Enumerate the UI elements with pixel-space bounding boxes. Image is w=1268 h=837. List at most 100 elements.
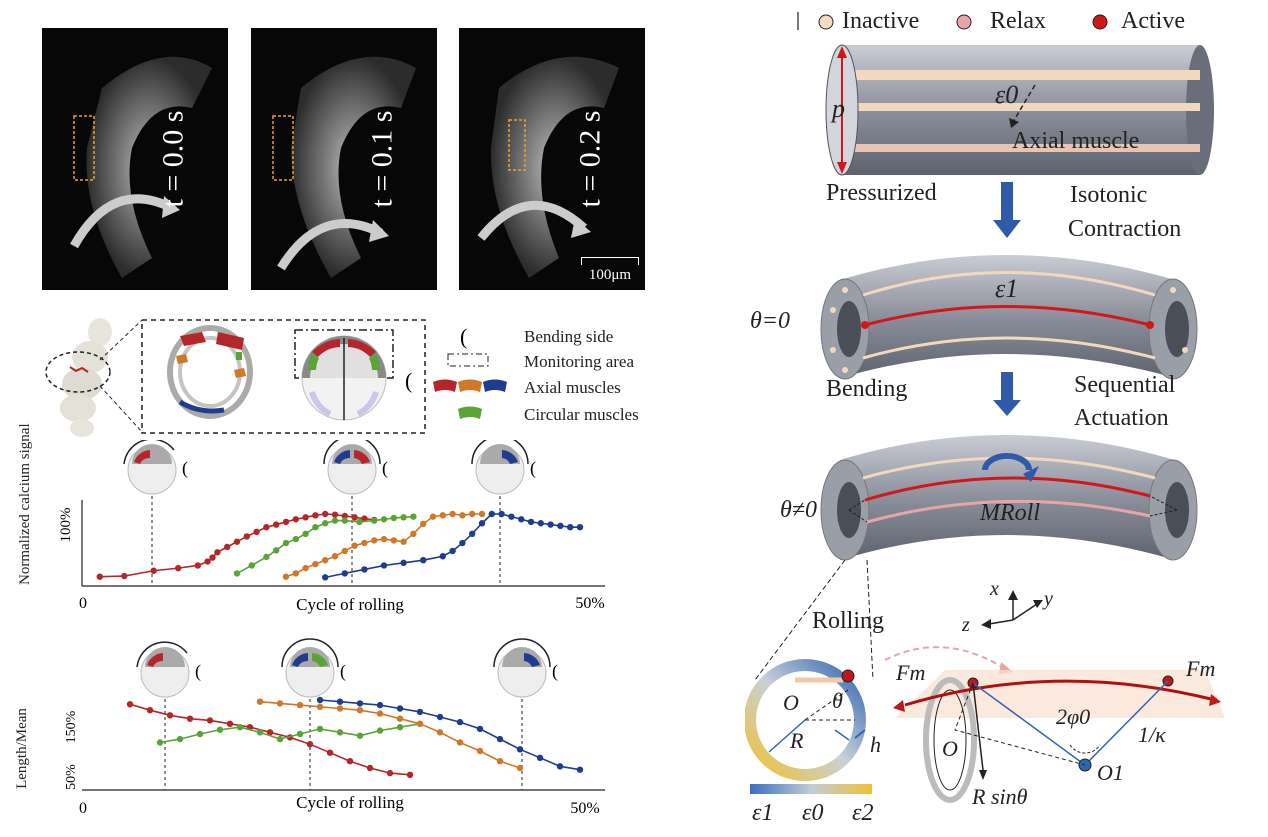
data-point bbox=[273, 521, 280, 528]
data-point bbox=[496, 758, 504, 765]
svg-text:(: ( bbox=[382, 458, 388, 479]
data-point bbox=[312, 524, 319, 531]
cross-section-icon bbox=[745, 659, 866, 781]
data-point bbox=[196, 730, 204, 738]
legend-inactive: Inactive bbox=[842, 8, 920, 34]
ytick-150: 150% bbox=[64, 710, 79, 743]
xtick-50: 50% bbox=[575, 595, 604, 612]
axis-z-label: z bbox=[962, 614, 970, 636]
svg-text:(: ( bbox=[195, 661, 201, 682]
larva-body-icon bbox=[45, 318, 112, 437]
data-point bbox=[263, 524, 270, 531]
ytick-50: 50% bbox=[64, 764, 79, 790]
data-point bbox=[233, 538, 241, 545]
data-point bbox=[410, 530, 417, 537]
epsilon1-label: ε1 bbox=[995, 274, 1019, 303]
data-point bbox=[400, 538, 407, 545]
data-point bbox=[351, 542, 358, 549]
data-point bbox=[371, 517, 378, 524]
data-point bbox=[233, 570, 241, 577]
data-point bbox=[536, 754, 544, 761]
data-point bbox=[292, 516, 299, 523]
data-point bbox=[341, 512, 348, 520]
data-point bbox=[209, 554, 216, 561]
data-point bbox=[516, 746, 524, 753]
ytick-100: 100% bbox=[58, 508, 74, 543]
data-point bbox=[306, 741, 314, 748]
colorbar-e1-label: ε1 bbox=[752, 800, 774, 826]
dial-icon: ( bbox=[493, 638, 558, 698]
colorbar-e2-label: ε2 bbox=[852, 800, 874, 826]
data-point bbox=[476, 747, 484, 755]
data-point bbox=[380, 535, 388, 543]
data-point bbox=[556, 763, 564, 770]
data-point bbox=[224, 543, 231, 551]
data-point bbox=[356, 707, 364, 714]
data-point bbox=[371, 537, 378, 544]
legend-bending-side: Bending side bbox=[524, 327, 614, 346]
legend-relax: Relax bbox=[990, 8, 1046, 34]
strain-colorbar bbox=[750, 784, 872, 794]
data-point bbox=[341, 570, 348, 577]
series-line bbox=[99, 513, 375, 578]
monitoring-dial-icon: ( bbox=[294, 329, 412, 421]
data-point bbox=[436, 713, 444, 721]
circular-muscles-icon bbox=[458, 406, 482, 419]
data-point bbox=[488, 510, 495, 518]
data-point bbox=[312, 512, 319, 519]
monitoring-area-icon bbox=[447, 353, 489, 367]
data-point bbox=[449, 510, 456, 518]
relax-dot-icon bbox=[956, 14, 972, 30]
axial-muscles-icon bbox=[433, 379, 507, 392]
data-point bbox=[282, 518, 290, 526]
legend-axial-muscles: Axial muscles bbox=[524, 378, 621, 397]
data-point bbox=[537, 520, 544, 527]
data-point bbox=[416, 720, 424, 727]
m-roll-label: MRoll bbox=[980, 500, 1040, 526]
data-point bbox=[478, 510, 486, 518]
legend-circular-muscles: Circular muscles bbox=[524, 405, 639, 424]
data-point bbox=[380, 516, 388, 523]
data-point bbox=[386, 769, 394, 777]
data-point bbox=[406, 771, 414, 778]
data-point bbox=[292, 535, 299, 543]
data-point bbox=[216, 726, 224, 733]
svg-text:(: ( bbox=[405, 368, 412, 393]
larva-image bbox=[477, 56, 619, 278]
data-point bbox=[567, 524, 574, 531]
data-point bbox=[390, 537, 397, 544]
data-point bbox=[316, 725, 324, 733]
data-point bbox=[302, 530, 309, 537]
force-diagram-icon bbox=[893, 670, 1225, 803]
data-point bbox=[576, 524, 584, 531]
contraction-label: Contraction bbox=[1068, 216, 1182, 242]
xlabel: Cycle of rolling bbox=[296, 793, 404, 812]
pressure-symbol: p bbox=[832, 94, 845, 123]
data-point bbox=[361, 539, 368, 547]
data-point bbox=[576, 766, 584, 773]
dial-icon: ( bbox=[471, 440, 536, 495]
svg-text:(: ( bbox=[340, 661, 346, 682]
data-point bbox=[312, 560, 319, 568]
theta-zero-label: θ=0 bbox=[750, 308, 790, 334]
data-point bbox=[416, 708, 424, 716]
data-point bbox=[146, 707, 154, 714]
series-line bbox=[159, 723, 421, 744]
axis-y-label: y bbox=[1044, 588, 1053, 610]
data-point bbox=[420, 520, 427, 528]
data-point bbox=[316, 696, 324, 704]
data-point bbox=[341, 517, 348, 524]
center-o-label: O bbox=[783, 690, 799, 715]
legend-monitoring-area: Monitoring area bbox=[524, 352, 634, 371]
dial-icon: ( bbox=[323, 440, 388, 495]
ylabel-length: Length/Mean bbox=[13, 708, 30, 789]
force-fm-right-label: Fm bbox=[1186, 656, 1216, 681]
data-point bbox=[166, 712, 174, 719]
rolling-tube-icon bbox=[820, 435, 1198, 561]
data-point bbox=[420, 557, 427, 564]
data-point bbox=[527, 518, 535, 526]
data-point bbox=[248, 562, 255, 569]
data-point bbox=[326, 749, 334, 756]
xlabel: Cycle of rolling bbox=[296, 595, 404, 614]
inactive-dot-icon bbox=[818, 14, 834, 30]
